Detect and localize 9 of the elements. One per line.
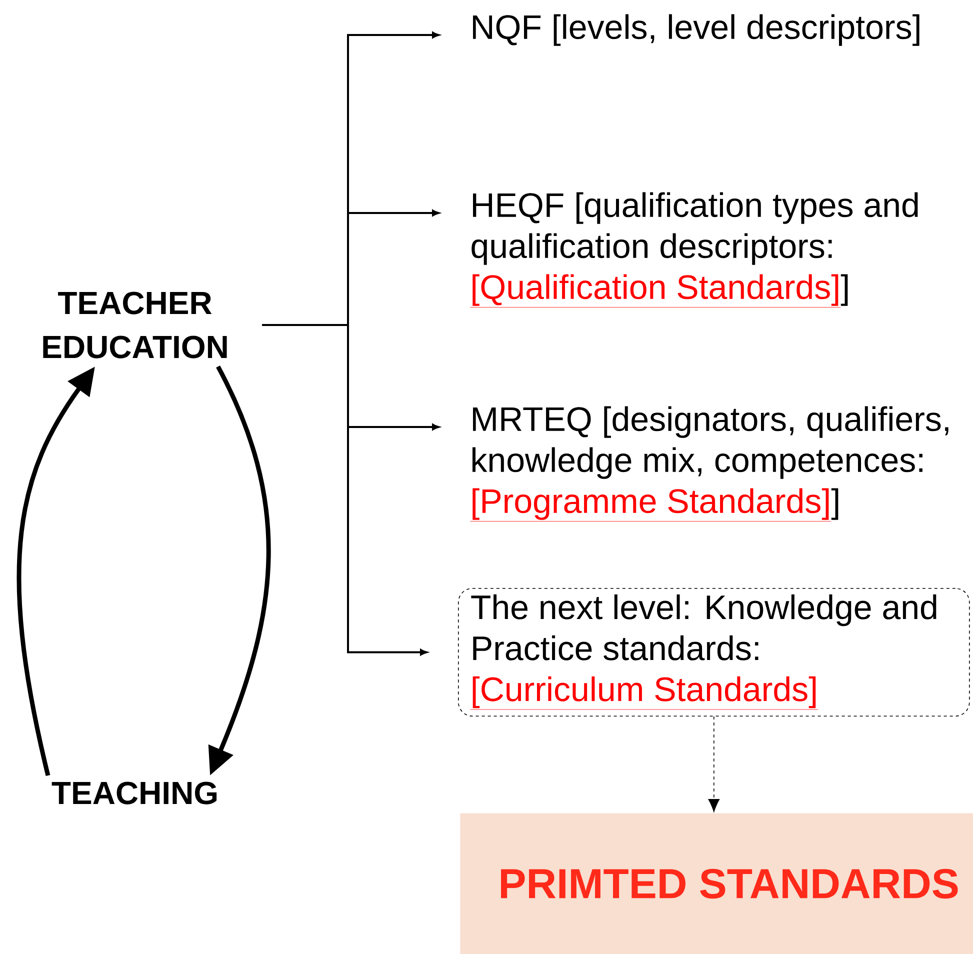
banner-box: PRIMTED STANDARDS [460, 813, 973, 954]
heading-text: TEACHING [52, 782, 217, 804]
description-text: MRTEQ [designators, qualifiers, knowledge mix, competences: [Programme Standards]] [470, 406, 948, 522]
heading-text: TEACHER EDUCATION [43, 292, 227, 358]
arrow [262, 324, 428, 656]
description-text: NQF [levels, level descriptors] [473, 14, 920, 46]
description-text: HEQF [qualification types and qualification descriptors: [Qualification Standards]] [470, 192, 918, 308]
dashed-arrow [708, 716, 720, 812]
dashed-box: The next level: Knowledge and Practice standards: [Curriculum Standards] [458, 588, 970, 716]
